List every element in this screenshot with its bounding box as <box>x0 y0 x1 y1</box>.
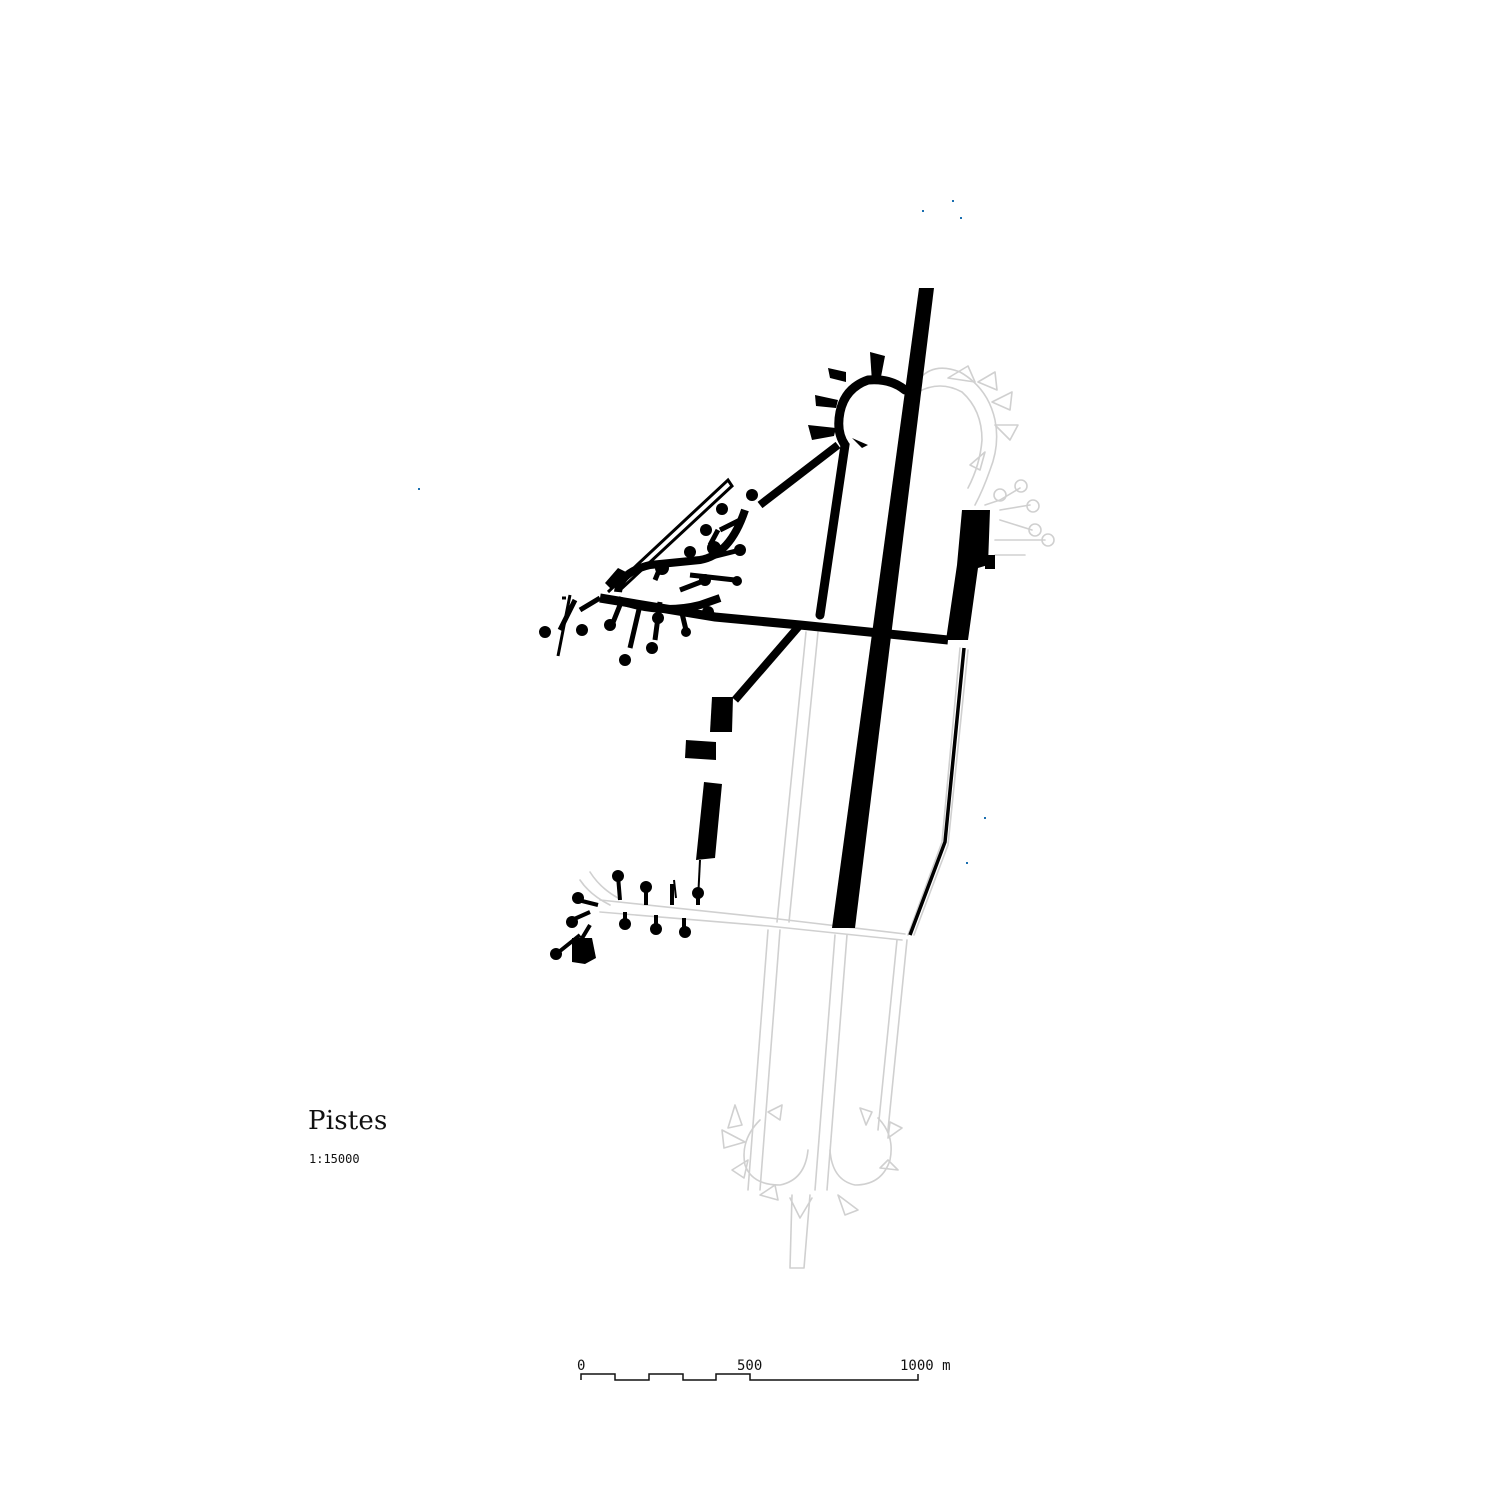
planned-pad <box>1028 523 1042 537</box>
planned-south-loop-east <box>829 1117 892 1186</box>
stand-pad <box>619 654 631 666</box>
planned-infrastructure <box>579 365 1055 1269</box>
planned-south-finger <box>731 1159 749 1179</box>
planned-south-runway-west <box>747 929 781 1191</box>
planned-south-finger <box>887 1121 903 1139</box>
planned-cross-taxiway <box>599 899 906 941</box>
planned-south-finger <box>727 1104 743 1129</box>
stand-pad <box>619 918 631 930</box>
planned-finger-n2 <box>977 371 998 391</box>
planned-parallel-taxiway-a <box>776 631 819 923</box>
stand-pad <box>702 606 714 618</box>
stand-pad <box>572 892 584 904</box>
stand-pad <box>707 541 721 555</box>
east-taxiway <box>908 647 966 936</box>
west-building-1 <box>710 697 733 732</box>
west-building-2 <box>685 740 716 760</box>
diagonal-taxiway-north <box>757 441 841 509</box>
west-building-3 <box>696 782 722 860</box>
scale-bar-line <box>580 1373 919 1381</box>
sw-hook <box>673 879 677 899</box>
north-finger <box>815 395 838 408</box>
stand-pad <box>655 561 669 575</box>
planned-south-finger <box>759 1184 779 1201</box>
planned-south-stub-fork <box>789 1197 813 1219</box>
planned-south-stub <box>789 1194 811 1269</box>
planned-east-taxiway <box>907 647 969 936</box>
map-title: Pistes <box>308 1106 388 1136</box>
existing-infrastructure <box>418 200 995 964</box>
planned-pad <box>1026 499 1040 513</box>
stand-pad <box>746 489 758 501</box>
nw-building <box>605 568 626 590</box>
stand-pad <box>612 870 624 882</box>
planned-finger-n4 <box>994 424 1019 441</box>
planned-south-finger <box>879 1159 899 1171</box>
stand-pad <box>684 546 696 558</box>
stand-pad <box>716 503 728 515</box>
scale-label-1000: 1000 m <box>900 1358 951 1374</box>
planned-south-finger <box>837 1194 859 1216</box>
stand-pad <box>539 626 551 638</box>
stand-pad <box>646 642 658 654</box>
east-terminal-annex <box>985 555 995 569</box>
planned-south-loop-west <box>743 1119 809 1186</box>
scale-ratio: 1:15000 <box>309 1152 360 1166</box>
survey-specks <box>418 200 986 864</box>
planned-north-loop-inner <box>917 385 983 489</box>
planned-pad <box>1014 479 1028 493</box>
planned-south-finger <box>721 1129 746 1149</box>
west-spur <box>556 594 572 657</box>
north-loop-taxiway <box>815 375 910 620</box>
planned-pad <box>1041 533 1055 547</box>
planned-finger-n5 <box>969 451 986 471</box>
north-finger <box>870 352 885 382</box>
planned-pad <box>993 488 1007 502</box>
stand-pad <box>679 926 691 938</box>
north-finger <box>852 438 868 448</box>
planned-finger-n3 <box>991 391 1013 411</box>
planned-north-loop <box>919 367 998 506</box>
stand-pad <box>604 619 616 631</box>
stand-pad <box>576 624 588 636</box>
stand-pad <box>700 524 712 536</box>
east-terminal <box>946 510 990 640</box>
stand-pad <box>692 887 704 899</box>
planned-south-finger <box>859 1107 873 1126</box>
stand-pad <box>699 574 711 586</box>
stand-pad <box>650 923 662 935</box>
scale-bar: 0 500 1000 m <box>577 1358 951 1381</box>
planned-south-runway-east <box>877 939 908 1131</box>
main-runway <box>832 288 934 928</box>
planned-finger-n1 <box>947 365 976 383</box>
stand-pad <box>734 544 746 556</box>
nw-service-road <box>606 477 734 594</box>
north-finger <box>808 425 836 440</box>
stand-pad <box>732 576 742 586</box>
diagonal-taxiway-south <box>731 622 804 703</box>
sw-building <box>572 938 596 964</box>
planned-west-arm <box>579 871 619 906</box>
planned-south-runway-mid <box>814 934 848 1191</box>
planned-south-finger <box>767 1104 783 1121</box>
planned-east-branch <box>984 487 1046 556</box>
scale-label-0: 0 <box>577 1358 585 1374</box>
stand-pad <box>652 612 664 624</box>
north-finger <box>828 368 846 382</box>
stand-pad <box>640 881 652 893</box>
scale-label-500: 500 <box>737 1358 762 1374</box>
stand-pad <box>550 948 562 960</box>
stand-pad <box>681 627 691 637</box>
stand-pad <box>566 916 578 928</box>
